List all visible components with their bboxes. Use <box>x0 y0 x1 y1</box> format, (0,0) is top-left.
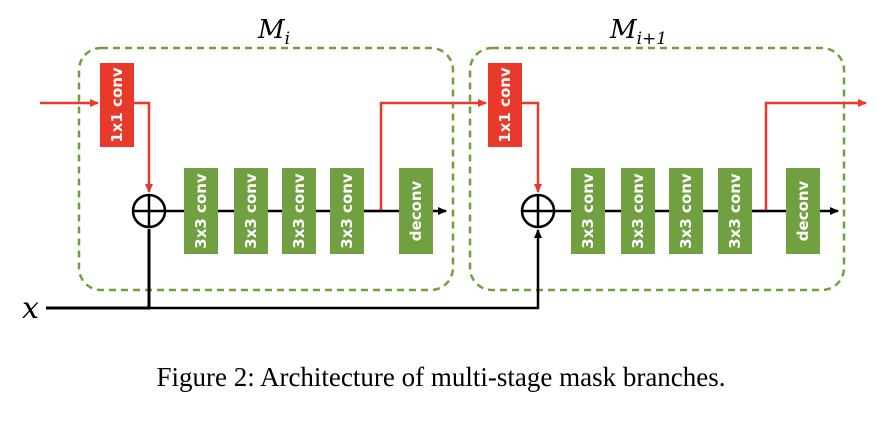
proj-conv-block-2: 1x1 conv <box>488 63 522 147</box>
svg-text:3x3 conv: 3x3 conv <box>726 173 744 249</box>
svg-text:3x3 conv: 3x3 conv <box>192 173 210 249</box>
svg-text:3x3 conv: 3x3 conv <box>579 173 597 249</box>
sum-node-1 <box>131 193 167 229</box>
conv-block-1-1: 3x3 conv <box>184 168 218 254</box>
conv-block-2-3: 3x3 conv <box>669 168 703 254</box>
proj-conv-block-1: 1x1 conv <box>100 63 134 147</box>
stage-title-1: Mi <box>257 15 290 49</box>
svg-text:deconv: deconv <box>407 181 425 242</box>
svg-text:3x3 conv: 3x3 conv <box>338 173 356 249</box>
svg-text:3x3 conv: 3x3 conv <box>242 173 260 249</box>
svg-text:3x3 conv: 3x3 conv <box>677 173 695 249</box>
stage-box-1 <box>77 46 455 292</box>
x-line-to-sum-2 <box>149 229 542 310</box>
conv-block-1-2: 3x3 conv <box>234 168 268 254</box>
stage-title-2-main: M <box>609 15 638 45</box>
conv-block-1-3: 3x3 conv <box>282 168 316 254</box>
stage-title-1-main: M <box>257 15 286 45</box>
architecture-diagram: Mi Mi+1 x 1x1 conv 3x3 conv 3x3 conv <box>22 15 867 326</box>
deconv-block-2: deconv <box>786 168 820 254</box>
proj-to-sum-1 <box>134 101 153 193</box>
svg-text:3x3 conv: 3x3 conv <box>629 173 647 249</box>
input-x-label: x <box>22 291 39 326</box>
figure-caption: Figure 2: Architecture of multi-stage ma… <box>156 362 726 392</box>
conv-block-2-4: 3x3 conv <box>718 168 752 254</box>
deconv-block-1: deconv <box>399 168 433 254</box>
proj-to-sum-2 <box>522 101 542 193</box>
conv-block-2-1: 3x3 conv <box>571 168 605 254</box>
svg-text:1x1 conv: 1x1 conv <box>108 67 126 143</box>
x-line-to-sum-1 <box>46 229 151 310</box>
conv-block-2-2: 3x3 conv <box>621 168 655 254</box>
stage-title-2: Mi+1 <box>609 15 667 49</box>
stage-title-1-sub: i <box>285 29 290 49</box>
sum-node-2 <box>520 193 556 229</box>
svg-text:1x1 conv: 1x1 conv <box>496 67 514 143</box>
svg-text:3x3 conv: 3x3 conv <box>290 173 308 249</box>
stage-title-2-sub: i+1 <box>637 29 668 49</box>
conv-block-1-4: 3x3 conv <box>330 168 364 254</box>
svg-text:deconv: deconv <box>794 181 812 242</box>
stage-box-2 <box>468 46 846 292</box>
